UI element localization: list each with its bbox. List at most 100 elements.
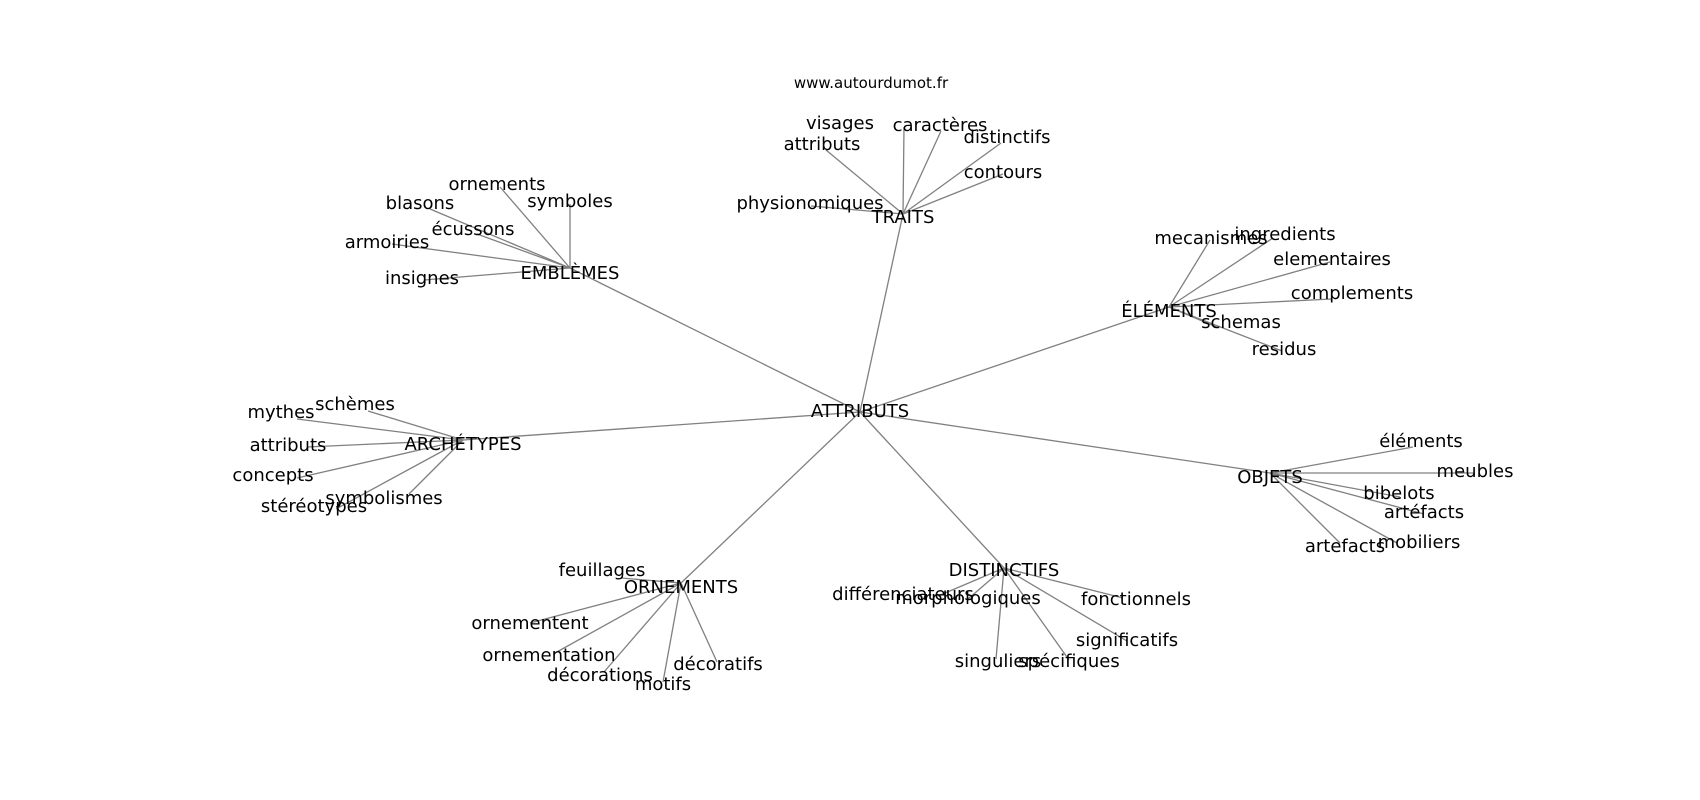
cluster-node[interactable]: EMBLÈMES [521, 262, 620, 284]
edge-cluster-1-leaf-6 [810, 205, 904, 215]
edge-root-4 [462, 411, 861, 441]
leaf-node[interactable]: distinctifs [964, 127, 1051, 148]
edge-cluster-3-leaf-1 [1168, 239, 1211, 308]
labels-layer: ATTRIBUTS TRAITS visages caractères attribut… [232, 113, 1513, 695]
leaf-node[interactable]: attributs [250, 435, 327, 456]
edge-cluster-3-leaf-3 [1168, 261, 1331, 308]
leaf-node[interactable]: ingredients [1234, 224, 1335, 245]
edge-cluster-7-leaf-5 [995, 567, 1005, 660]
edge-cluster-2-leaf-6 [423, 267, 571, 281]
edge-root-1 [859, 213, 904, 413]
leaf-node[interactable]: ornementation [482, 645, 615, 666]
leaf-node[interactable]: mythes [247, 402, 314, 423]
leaf-node[interactable]: residus [1252, 339, 1317, 360]
edge-cluster-7-leaf-3 [1003, 567, 1124, 599]
leaf-node[interactable]: physionomiques [736, 193, 883, 214]
leaf-node[interactable]: caractères [893, 115, 988, 136]
edge-cluster-7-leaf-6 [1003, 567, 1070, 661]
leaf-node[interactable]: insignes [385, 268, 459, 289]
leaf-node[interactable]: stéréotypes [261, 496, 367, 517]
edge-cluster-1-leaf-2 [902, 130, 942, 215]
leaf-node[interactable]: symbolismes [325, 488, 442, 509]
leaf-node[interactable]: armoiries [345, 232, 430, 253]
edge-cluster-7-leaf-1 [937, 567, 1005, 597]
edge-cluster-5-leaf-4 [1269, 472, 1425, 515]
edge-root-6 [680, 411, 861, 584]
leaf-node[interactable]: éléments [1379, 431, 1463, 452]
edge-root-7 [859, 411, 1005, 569]
edge-cluster-4-leaf-4 [296, 439, 464, 479]
edge-cluster-1-leaf-5 [902, 173, 1004, 215]
edge-cluster-6-leaf-1 [620, 577, 682, 584]
edge-cluster-1-leaf-4 [902, 142, 1002, 215]
edge-cluster-4-leaf-5 [408, 439, 464, 495]
edge-cluster-5-leaf-1 [1269, 446, 1414, 474]
edges-layer [296, 126, 1475, 683]
leaf-node[interactable]: écussons [432, 219, 515, 240]
leaf-node[interactable]: fonctionnels [1081, 589, 1191, 610]
cluster-node[interactable]: ÉLÉMENTS [1121, 300, 1217, 322]
edge-cluster-1-leaf-3 [825, 149, 904, 215]
leaf-node[interactable]: bibelots [1363, 483, 1434, 504]
leaf-node[interactable]: schèmes [315, 394, 395, 415]
leaf-node[interactable]: symboles [527, 191, 612, 212]
leaf-node[interactable]: décorations [547, 665, 653, 686]
edge-root-2 [569, 267, 861, 413]
edge-cluster-6-leaf-3 [554, 582, 682, 654]
edge-cluster-6-leaf-2 [529, 582, 682, 624]
edge-cluster-1-leaf-1 [902, 126, 905, 215]
cluster-node[interactable]: DISTINCTIFS [949, 560, 1060, 581]
edge-cluster-5-leaf-6 [1269, 472, 1341, 544]
leaf-node[interactable]: morphologiques [895, 588, 1041, 609]
edge-cluster-5-leaf-3 [1269, 472, 1401, 498]
leaf-node[interactable]: singuliers [955, 651, 1041, 672]
leaf-node[interactable]: différenciateurs [832, 584, 974, 605]
leaf-node[interactable]: elementaires [1273, 249, 1391, 270]
edge-cluster-2-leaf-1 [499, 186, 571, 269]
edge-cluster-5-leaf-5 [1269, 472, 1398, 544]
leaf-node[interactable]: feuillages [559, 560, 646, 581]
edge-root-5 [859, 411, 1271, 474]
leaf-node[interactable]: concepts [232, 465, 313, 486]
root-node[interactable]: ATTRIBUTS [811, 401, 909, 422]
leaf-node[interactable]: ornementent [471, 613, 588, 634]
leaf-node[interactable]: schemas [1201, 312, 1281, 333]
cluster-node[interactable]: TRAITS [871, 207, 935, 228]
leaf-node[interactable]: contours [964, 162, 1043, 183]
leaf-node[interactable]: mobiliers [1378, 532, 1461, 553]
leaf-node[interactable]: meubles [1437, 461, 1514, 482]
leaf-node[interactable]: attributs [784, 134, 861, 155]
leaf-node[interactable]: significatifs [1076, 630, 1178, 651]
cluster-node[interactable]: ORNEMENTS [624, 577, 738, 598]
leaf-node[interactable]: artefacts [1305, 536, 1385, 557]
edge-cluster-6-leaf-4 [680, 582, 718, 663]
edge-cluster-2-leaf-4 [476, 233, 571, 269]
edge-cluster-7-leaf-4 [1003, 567, 1128, 642]
leaf-node[interactable]: ornements [448, 174, 545, 195]
edge-cluster-3-leaf-6 [1168, 306, 1283, 352]
leaf-node[interactable]: motifs [635, 674, 691, 695]
cluster-node[interactable]: ARCHÉTYPES [404, 433, 521, 455]
leaf-node[interactable]: artéfacts [1384, 502, 1464, 523]
edge-cluster-6-leaf-5 [603, 582, 682, 673]
edge-cluster-4-leaf-3 [306, 439, 464, 448]
edge-cluster-2-leaf-2 [429, 208, 571, 269]
leaf-node[interactable]: mecanismes [1154, 228, 1267, 249]
edge-root-3 [859, 306, 1170, 413]
leaf-node[interactable]: spécifiques [1018, 651, 1119, 672]
edge-cluster-4-leaf-1 [367, 410, 464, 441]
leaf-node[interactable]: blasons [386, 193, 455, 214]
edge-cluster-4-leaf-2 [296, 418, 464, 441]
cluster-node[interactable]: OBJETS [1237, 467, 1303, 488]
watermark-text: www.autourdumot.fr [794, 74, 949, 92]
edge-cluster-4-leaf-6 [335, 439, 464, 510]
edge-cluster-2-leaf-5 [391, 243, 571, 269]
edge-cluster-7-leaf-2 [967, 567, 1005, 600]
edge-cluster-3-leaf-4 [1168, 298, 1333, 308]
leaf-node[interactable]: décoratifs [673, 654, 763, 675]
leaf-node[interactable]: complements [1291, 283, 1413, 304]
leaf-node[interactable]: visages [806, 113, 874, 134]
edge-cluster-6-leaf-6 [662, 582, 682, 683]
edge-cluster-3-leaf-2 [1168, 237, 1274, 308]
